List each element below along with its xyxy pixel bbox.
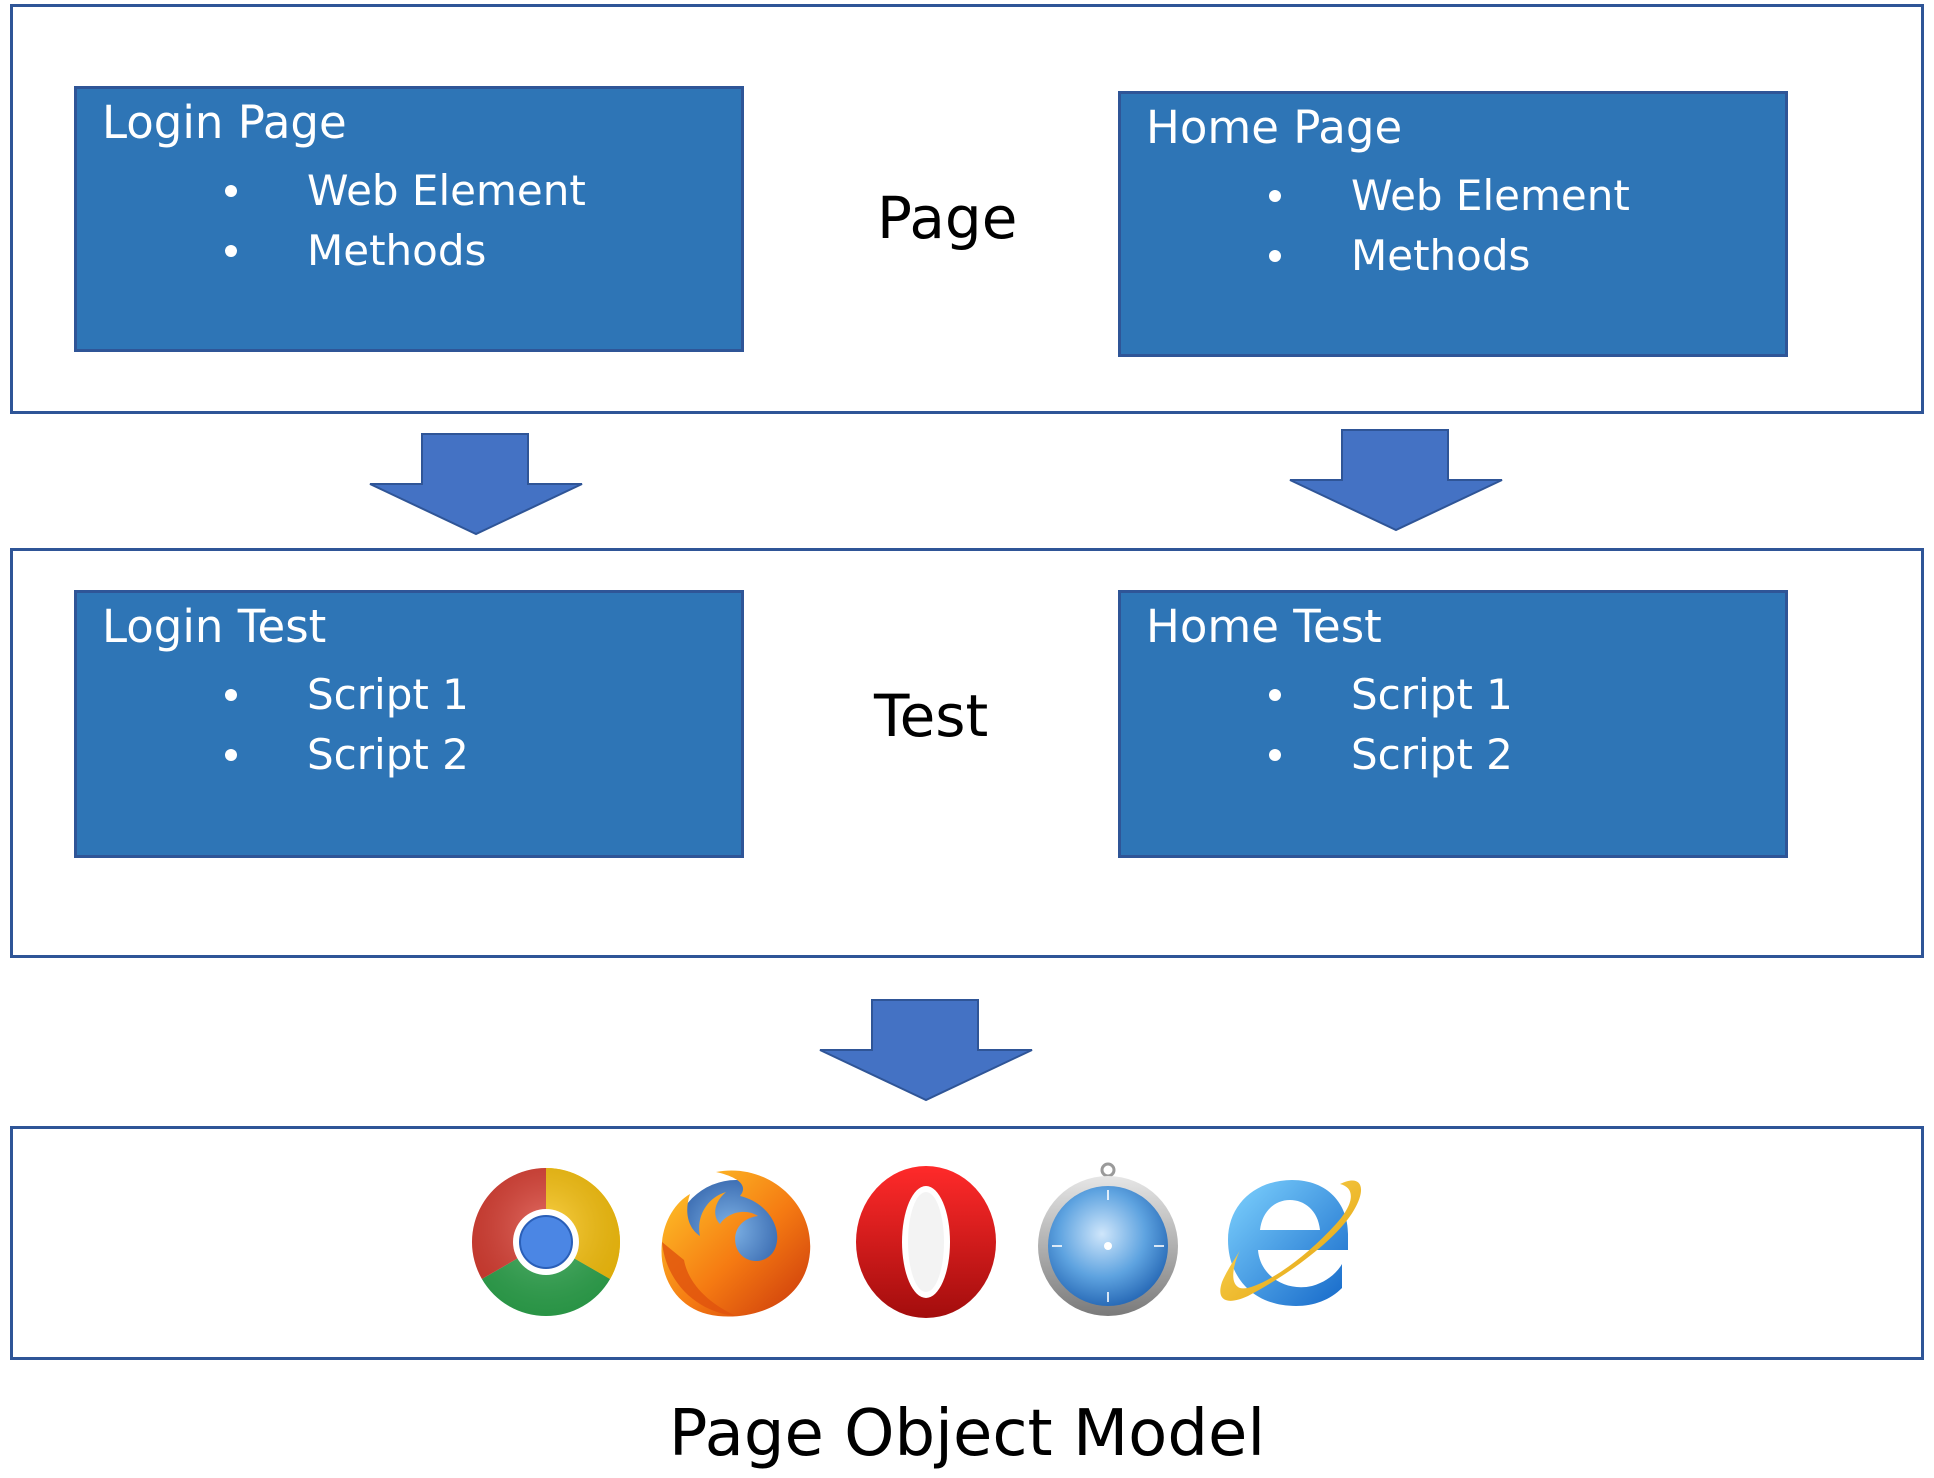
chrome-icon [471, 1168, 621, 1317]
arrow-shape [819, 999, 1033, 1102]
module-item: Web Element [1121, 166, 1785, 226]
page-layer-label: Page [877, 184, 1018, 252]
module-item: Script 2 [77, 725, 741, 785]
home-page-module: Home Page Web Element Methods [1118, 91, 1788, 357]
bullet-icon [1269, 190, 1281, 202]
bullet-icon [225, 689, 237, 701]
module-item: Script 2 [1121, 725, 1785, 785]
login-page-module: Login Page Web Element Methods [74, 86, 744, 352]
down-arrow-icon [819, 999, 1033, 1102]
module-item: Script 1 [77, 665, 741, 725]
item-text: Script 1 [307, 670, 469, 719]
item-text: Script 2 [1351, 730, 1513, 779]
bullet-icon [1269, 250, 1281, 262]
module-item: Script 1 [1121, 665, 1785, 725]
bullet-icon [225, 245, 237, 257]
item-text: Methods [307, 226, 487, 275]
diagram-caption: Page Object Model [668, 1397, 1266, 1471]
module-title: Login Test [102, 600, 327, 653]
module-items: Script 1 Script 2 [77, 665, 741, 785]
bullet-icon [225, 749, 237, 761]
module-item: Web Element [77, 161, 741, 221]
module-title: Home Page [1146, 101, 1403, 154]
item-text: Script 2 [307, 730, 469, 779]
item-text: Web Element [1351, 171, 1630, 220]
arrow-shape [1289, 429, 1503, 532]
module-items: Web Element Methods [1121, 166, 1785, 286]
item-text: Methods [1351, 231, 1531, 280]
module-title: Home Test [1146, 600, 1382, 653]
safari-icon [1038, 1162, 1178, 1316]
bullet-icon [1269, 689, 1281, 701]
module-items: Script 1 Script 2 [1121, 665, 1785, 785]
firefox-icon [661, 1170, 811, 1317]
opera-icon [856, 1166, 996, 1318]
login-test-module: Login Test Script 1 Script 2 [74, 590, 744, 858]
bullet-icon [1269, 749, 1281, 761]
module-items: Web Element Methods [77, 161, 741, 281]
down-arrow-icon [369, 433, 583, 536]
item-text: Script 1 [1351, 670, 1513, 719]
test-layer-label: Test [874, 682, 989, 750]
module-item: Methods [1121, 226, 1785, 286]
down-arrow-icon [1289, 429, 1503, 532]
module-title: Login Page [102, 96, 347, 149]
home-test-module: Home Test Script 1 Script 2 [1118, 590, 1788, 858]
arrow-shape [369, 433, 583, 536]
internet-explorer-icon [1220, 1180, 1362, 1306]
module-item: Methods [77, 221, 741, 281]
item-text: Web Element [307, 166, 586, 215]
bullet-icon [225, 185, 237, 197]
